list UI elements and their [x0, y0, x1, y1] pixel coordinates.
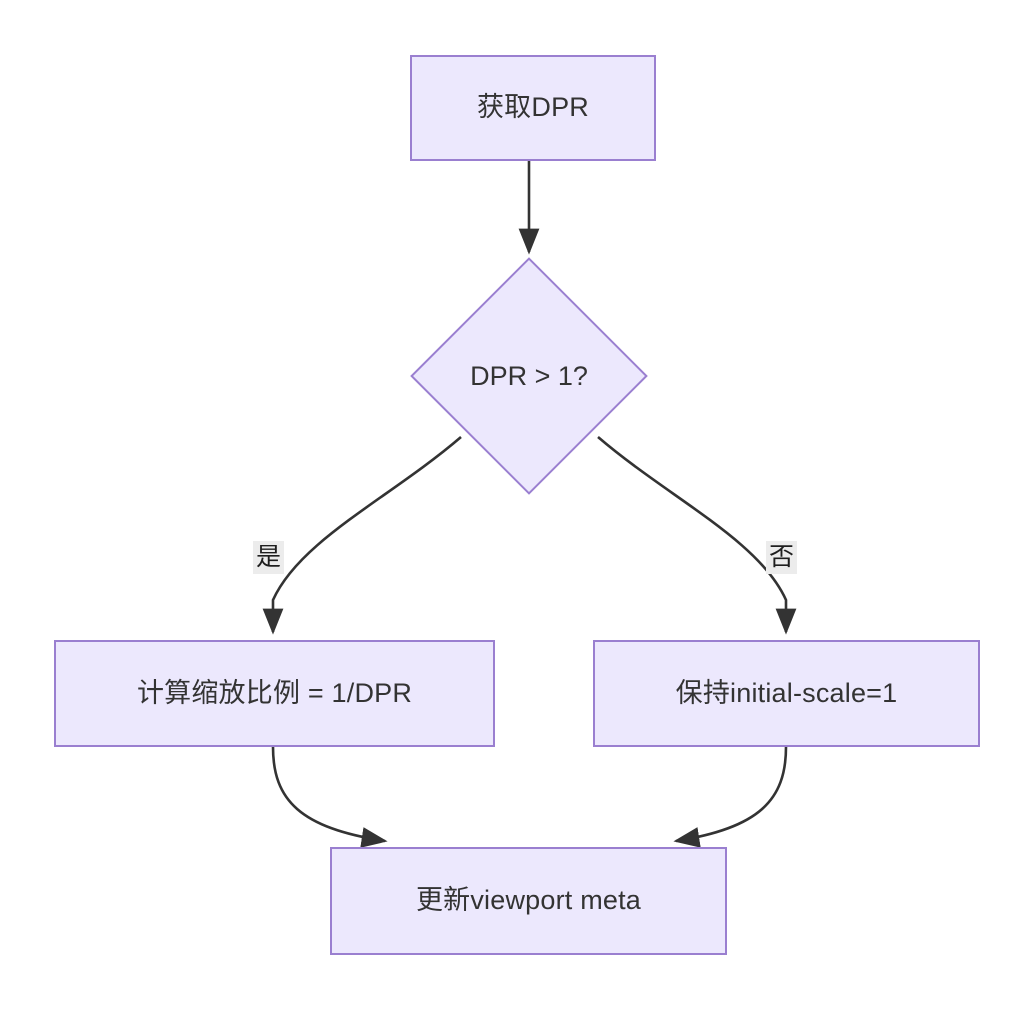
node-update-viewport-meta[interactable]: 更新viewport meta — [330, 847, 727, 955]
edge-no-to-update — [673, 746, 788, 848]
edge-label-no: 否 — [766, 541, 798, 574]
node-compute-scale[interactable]: 计算缩放比例 = 1/DPR — [54, 640, 495, 747]
edge-check-to-yes — [262, 436, 462, 635]
edge-yes-to-update — [271, 746, 388, 848]
node-dpr-check-label: DPR > 1? — [470, 360, 588, 391]
node-get-dpr-label: 获取DPR — [476, 92, 589, 123]
node-compute-scale-label: 计算缩放比例 = 1/DPR — [136, 677, 413, 708]
edge-label-yes: 是 — [253, 541, 285, 574]
node-update-viewport-meta-label: 更新viewport meta — [415, 885, 642, 916]
node-keep-initial-scale[interactable]: 保持initial-scale=1 — [593, 640, 980, 747]
node-keep-initial-scale-label: 保持initial-scale=1 — [675, 677, 898, 708]
node-get-dpr[interactable]: 获取DPR — [410, 55, 656, 161]
node-dpr-check[interactable]: DPR > 1? — [410, 257, 648, 495]
edge-check-to-no — [597, 436, 797, 635]
